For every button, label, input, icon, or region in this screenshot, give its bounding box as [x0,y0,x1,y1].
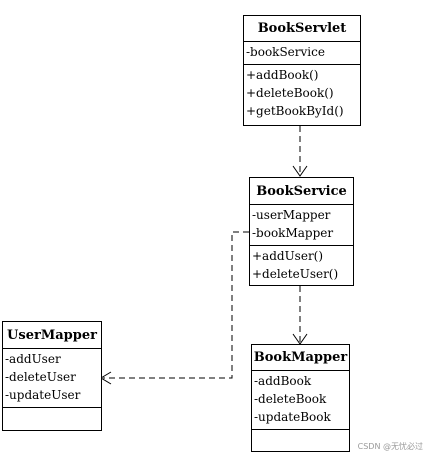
attribute: -updateUser [5,388,81,402]
class-book-mapper: BookMapper -addBook -deleteBook -updateB… [251,344,350,452]
method: +addBook() [246,68,319,82]
attribute: -addUser [5,352,61,366]
attributes-section: -addBook -deleteBook -updateBook [252,371,349,430]
methods-section [3,408,101,430]
method: +deleteBook() [246,86,334,100]
arrowhead-service [292,165,308,177]
class-name: BookMapper [252,345,349,371]
attribute: -addBook [254,374,312,388]
attributes-section: -userMapper -bookMapper [250,205,353,246]
attribute: -bookService [246,45,325,59]
class-name: UserMapper [3,322,101,349]
attributes-section: -addUser -deleteUser -updateUser [3,349,101,408]
methods-section: +addUser() +deleteUser() [250,246,353,285]
class-book-service: BookService -userMapper -bookMapper +add… [249,177,354,286]
attribute: -deleteBook [254,392,327,406]
attributes-section: -bookService [244,42,360,65]
method: +deleteUser() [252,267,339,281]
watermark: CSDN @无忧必过 [357,442,423,451]
class-book-servlet: BookServlet -bookService +addBook() +del… [243,15,361,126]
attribute: -userMapper [252,208,331,222]
methods-section: +addBook() +deleteBook() +getBookById() [244,65,360,125]
attribute: -deleteUser [5,370,76,384]
methods-section [252,430,349,451]
class-user-mapper: UserMapper -addUser -deleteUser -updateU… [2,321,102,431]
arrow-service-to-usermapper [103,231,249,379]
class-name: BookService [250,178,353,205]
attribute: -updateBook [254,410,331,424]
attribute: -bookMapper [252,226,334,240]
method: +addUser() [252,249,324,263]
method: +getBookById() [246,104,344,118]
class-name: BookServlet [244,16,360,42]
